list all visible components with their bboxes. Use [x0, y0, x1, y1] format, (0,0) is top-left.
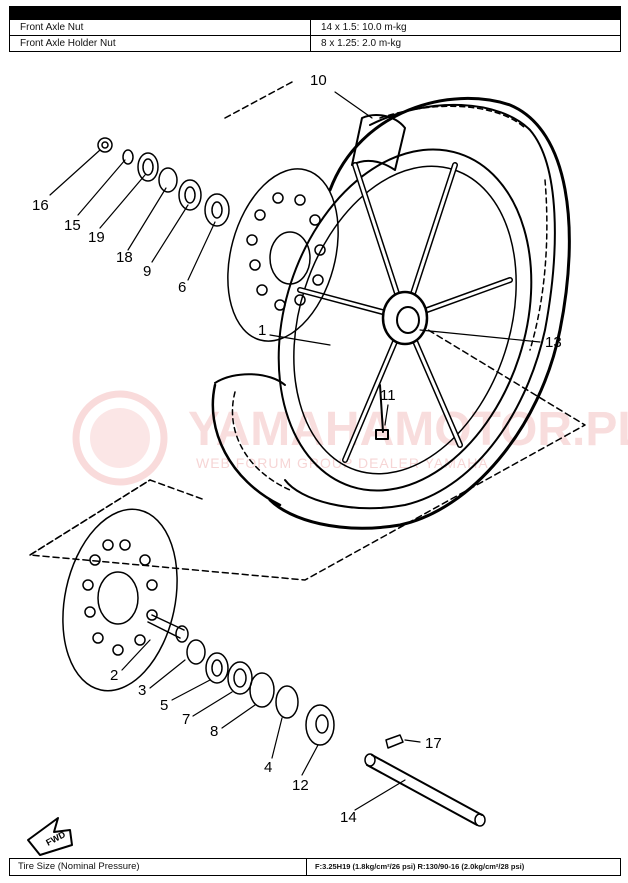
- axle-guide-line: [224, 81, 293, 119]
- cast-wheel: [277, 148, 533, 492]
- callout-numbers: 16 15 19 18 9 6 10 1 11 13 2 3 5 7 8 4 1…: [32, 72, 562, 826]
- fwd-arrow-icon: [27, 817, 73, 856]
- callout-9: 9: [143, 263, 151, 280]
- callout-15: 15: [64, 217, 81, 234]
- tire-label: Tire Size (Nominal Pressure): [9, 858, 307, 876]
- assembly-boundary: [29, 324, 586, 581]
- callout-1: 1: [258, 322, 266, 339]
- callout-10: 10: [310, 72, 327, 89]
- callout-5: 5: [160, 697, 168, 714]
- callout-8: 8: [210, 723, 218, 740]
- callout-13: 13: [545, 334, 562, 351]
- tire-value: F:3.25H19 (1.8kg/cm²/26 psi) R:130/90-16…: [306, 858, 621, 876]
- tire-size-table: Tire Size (Nominal Pressure) F:3.25H19 (…: [9, 858, 621, 876]
- watermark-subtext: WEB FORUM GROUP DEALER YAMAHA: [196, 455, 489, 471]
- upper-brake-disc: [227, 168, 339, 342]
- callout-4: 4: [264, 759, 272, 776]
- spec-table-header: [9, 6, 621, 20]
- lower-brake-disc: [62, 508, 178, 692]
- callout-leaders: [49, 91, 541, 811]
- callout-6: 6: [178, 279, 186, 296]
- upper-hub-parts: [97, 137, 230, 227]
- watermark-logo-core: [90, 408, 150, 468]
- watermark-text: YAMAHAMOTOR.PL: [188, 403, 628, 456]
- callout-19: 19: [88, 229, 105, 246]
- lower-hub-parts: [147, 614, 335, 746]
- callout-18: 18: [116, 249, 133, 266]
- torque-spec-table: Front Axle Nut 14 x 1.5: 10.0 m-kg Front…: [9, 6, 621, 52]
- callout-16: 16: [32, 197, 49, 214]
- callout-3: 3: [138, 682, 146, 699]
- callout-14: 14: [340, 809, 357, 826]
- tire-row: Tire Size (Nominal Pressure) F:3.25H19 (…: [9, 858, 621, 876]
- callout-7: 7: [182, 711, 190, 728]
- callout-11: 11: [380, 387, 396, 404]
- front-axle: [364, 734, 486, 827]
- watermark-logo-icon: [72, 390, 168, 486]
- spec-row: Front Axle Holder Nut 8 x 1.25: 2.0 m-kg: [9, 35, 621, 52]
- callout-12: 12: [292, 777, 309, 794]
- callout-17: 17: [425, 735, 442, 752]
- callout-2: 2: [110, 667, 118, 684]
- front-tire: [211, 97, 571, 530]
- spec-value: 8 x 1.25: 2.0 m-kg: [310, 35, 621, 52]
